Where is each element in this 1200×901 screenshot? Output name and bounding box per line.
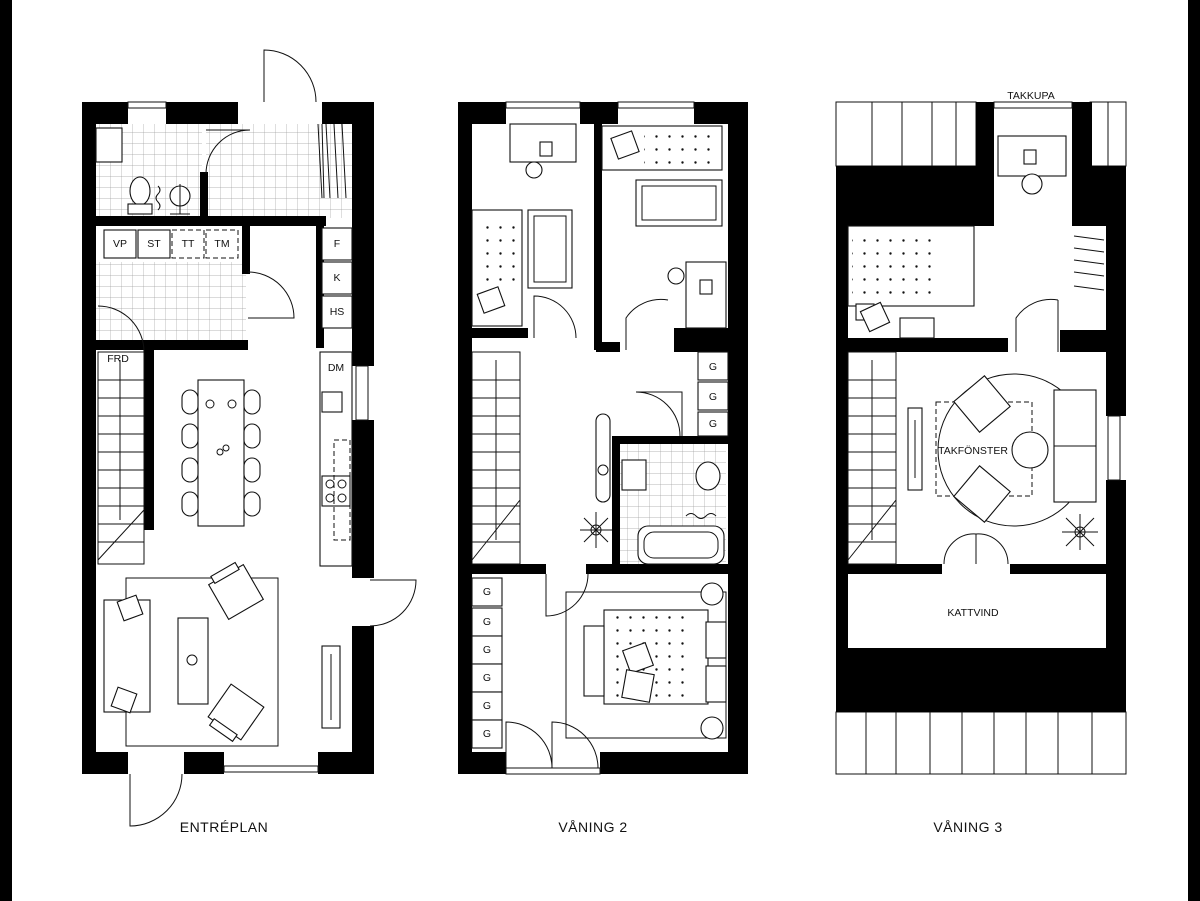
plan-vaning-2: G G G G G G G G G — [458, 101, 748, 835]
title-entreplan: ENTRÉPLAN — [180, 819, 269, 835]
fridge — [321, 227, 353, 261]
label-g-9: G — [483, 728, 491, 740]
toilet — [129, 176, 151, 206]
kitchen-sink — [321, 391, 343, 413]
laundry-door-swing — [247, 271, 295, 319]
loft-double-door — [943, 533, 1009, 565]
kitchen-counter — [319, 351, 353, 567]
label-f: F — [334, 238, 340, 250]
floor-plans-drawing: VP ST TT TM F K HS DM FRD — [82, 49, 1127, 835]
cooktop — [321, 475, 351, 507]
door-bedroom-1 — [533, 295, 577, 339]
door-bathroom-2 — [635, 391, 683, 437]
plan-vaning-3: TAKKUPA TAKFÖ — [835, 90, 1127, 835]
stairs-vaning-3 — [847, 351, 897, 565]
dining-table — [197, 379, 245, 527]
bed-bench — [583, 625, 605, 697]
armchair-top — [207, 561, 265, 621]
appliance-vp — [103, 229, 137, 259]
roof-left-top — [835, 101, 977, 167]
master-rug — [565, 591, 727, 739]
stairs-ground — [97, 351, 145, 565]
coat-rack — [317, 123, 347, 199]
roof-bottom — [835, 711, 1127, 775]
left-black-border — [0, 0, 12, 901]
vaning3-walls — [836, 102, 1126, 712]
hall-bench — [595, 413, 611, 503]
bathtub — [637, 525, 725, 565]
label-takfonster: TAKFÖNSTER — [938, 445, 1008, 457]
appliance-tt — [171, 229, 205, 259]
entreplan-walls — [82, 102, 374, 774]
rug-bedroom-2 — [635, 179, 723, 227]
storage-column-left: G G G G G G — [471, 577, 503, 749]
label-takkupa: TAKKUPA — [1007, 90, 1054, 102]
appliance-st — [137, 229, 171, 259]
entrance-door-swing — [263, 49, 317, 103]
stairs-vaning-2 — [471, 351, 521, 565]
title-vaning-3: VÅNING 3 — [933, 819, 1002, 835]
label-g-1: G — [709, 361, 717, 373]
coffee-table — [177, 617, 209, 705]
plant-vaning-2 — [580, 512, 612, 548]
desk-bedroom-2 — [685, 261, 727, 329]
label-dm: DM — [328, 362, 344, 374]
wardrobe-hangers-3 — [1073, 235, 1105, 291]
door-master-bedroom — [545, 573, 589, 617]
label-vp: VP — [113, 238, 127, 250]
plan-entreplan: VP ST TT TM F K HS DM FRD — [82, 49, 417, 835]
right-black-border — [1188, 0, 1200, 901]
kitchen-unit-k — [321, 261, 353, 295]
label-tm: TM — [214, 238, 229, 250]
nightstand-bottom — [700, 716, 724, 740]
vaning2-walls — [458, 102, 748, 774]
balcony-double-door — [505, 721, 599, 769]
door-bedroom-2 — [625, 298, 669, 350]
appliance-tm — [205, 229, 239, 259]
armchair-bottom — [207, 683, 265, 743]
label-g-3: G — [709, 418, 717, 430]
label-g-7: G — [483, 672, 491, 684]
terrace-door-swing — [129, 773, 183, 827]
label-frd: FRD — [107, 353, 129, 365]
bathroom-door-swing — [205, 129, 251, 175]
kitchen-unit-hs — [321, 295, 353, 329]
label-g-6: G — [483, 644, 491, 656]
label-g-2: G — [709, 391, 717, 403]
label-g-4: G — [483, 586, 491, 598]
floor-plan-sheet: VP ST TT TM F K HS DM FRD — [12, 0, 1188, 901]
plant-vaning-3 — [1062, 514, 1098, 550]
label-st: ST — [147, 238, 161, 250]
label-tt: TT — [182, 238, 195, 250]
entry-tiles — [206, 124, 352, 218]
side-door-swing — [369, 579, 417, 627]
bathroom-sink — [95, 127, 123, 163]
nightstand-top — [700, 582, 724, 606]
round-table — [1011, 431, 1049, 469]
toilet-2 — [695, 461, 721, 491]
hall-door-swing — [97, 305, 145, 353]
title-vaning-2: VÅNING 2 — [558, 819, 627, 835]
rug-bedroom-1 — [527, 209, 573, 289]
label-kattvind: KATTVIND — [947, 607, 999, 619]
label-g-5: G — [483, 616, 491, 628]
label-k: K — [333, 272, 340, 284]
door-bedroom-3 — [1015, 298, 1059, 352]
bathroom2-sink — [621, 459, 647, 491]
dining-chairs — [181, 389, 261, 517]
label-g-8: G — [483, 700, 491, 712]
storage-column-right: G G G — [697, 351, 729, 437]
laundry-tiles — [94, 262, 246, 342]
label-hs: HS — [330, 306, 345, 318]
